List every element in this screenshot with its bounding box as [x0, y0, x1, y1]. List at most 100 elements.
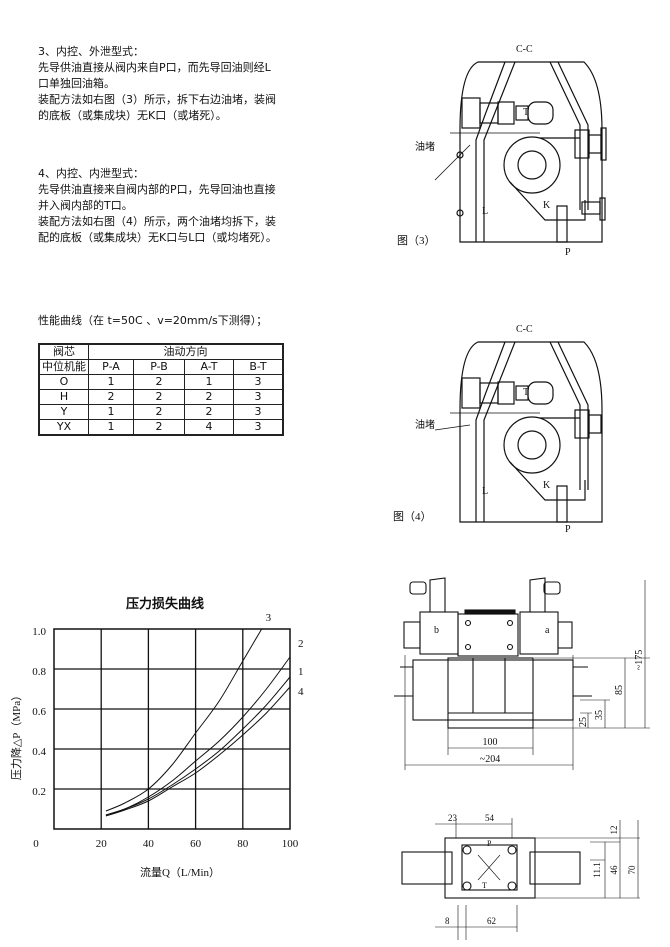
curve-series-1 [105, 676, 291, 816]
solenoid-b-label: b [434, 625, 439, 636]
x-tick-label: 20 [96, 838, 108, 850]
figure-3-section-label: C-C [516, 44, 533, 55]
dim-25: 25 [578, 717, 589, 727]
table-row: Y 1 2 2 3 [38, 404, 284, 420]
x-tick-label: 100 [282, 838, 299, 850]
y-tick-label: 0.6 [32, 706, 46, 718]
table-row: O 1 2 1 3 [38, 374, 284, 390]
plot-frame [53, 628, 291, 830]
dim-11: 11.1 [592, 862, 602, 877]
section-4-line: 并入阀内部的T口。 [38, 199, 133, 212]
table-row: H 2 2 2 3 [38, 389, 284, 405]
cell: 3 [233, 374, 284, 390]
column-header: P-A [88, 359, 134, 375]
pressure-loss-chart: 压力损失曲线 0 20 40 60 80 100 0.2 0.4 0.6 0.8 1.0 3 2 1 4 流… [9, 596, 304, 879]
x-axis-label: 流量Q（L/Min） [140, 865, 220, 879]
dim-100: 100 [483, 737, 498, 748]
column-header: A-T [184, 359, 234, 375]
row-name: H [38, 389, 89, 405]
section-4-line: 装配方法如右图（4）所示，两个油堵均拆下，装 [38, 215, 276, 228]
figure-3-port-p: P [565, 247, 571, 258]
y-tick-label: 0.8 [32, 666, 46, 678]
section-3-title: 3、内控、外泄型式： [38, 45, 144, 58]
cell: 2 [88, 389, 134, 405]
row-name: O [38, 374, 89, 390]
y-tick-label: 0.4 [32, 746, 46, 758]
cell: 1 [88, 374, 134, 390]
dim-70: 70 [627, 865, 637, 875]
dim-54: 54 [485, 813, 495, 823]
cell: 3 [233, 389, 284, 405]
series-label: 2 [298, 638, 304, 650]
cell: 2 [133, 389, 185, 405]
cell: 1 [184, 374, 234, 390]
column-header: B-T [233, 359, 284, 375]
performance-note: 性能曲线（在 t=50C 、v=20mm/s下测得）； [38, 314, 268, 327]
corner-top: 阀芯 [38, 343, 89, 360]
cell: 2 [133, 419, 185, 436]
top-port-p: P [487, 839, 492, 848]
cell: 2 [184, 389, 234, 405]
series-label: 4 [298, 686, 304, 698]
figure-4-section-label: C-C [516, 324, 533, 335]
dim-62: 62 [487, 916, 496, 926]
series-label: 1 [298, 666, 304, 678]
dim-85: 85 [614, 685, 625, 695]
cell: 3 [233, 419, 284, 436]
section-3-text: 3、内控、外泄型式： 先导供油直接从阀内来自P口，而先导回油则经L 口单独回油箱… [38, 44, 276, 124]
front-view-dimension-drawing: a b 100 ~204 ~175 85 35 25 [394, 577, 650, 770]
figure-4-port-l: L [482, 486, 488, 497]
dim-23: 23 [448, 813, 458, 823]
cell: 1 [88, 419, 134, 436]
solenoid-a-label: a [545, 625, 550, 636]
cell: 4 [184, 419, 234, 436]
x-tick-label: 40 [143, 838, 155, 850]
figure-4-section-drawing: C-C T 油堵 L K P 图（4） [393, 324, 603, 535]
series-label: 3 [266, 612, 272, 624]
dim-175: ~175 [634, 650, 645, 670]
top-view-dimension-drawing: 23 54 8 62 P T 12 11.1 46 70 [401, 813, 640, 940]
cell: 2 [133, 374, 185, 390]
figure-3-port-t: T [523, 107, 529, 118]
section-4-title: 4、内控、内泄型式： [38, 167, 144, 180]
section-3-line: 装配方法如右图（3）所示，拆下右边油堵，装阀 [38, 93, 276, 106]
y-axis-label: 压力降△P（MPa） [9, 690, 23, 780]
table-row: YX 1 2 4 3 [38, 419, 284, 436]
row-name: YX [38, 419, 89, 436]
figure-4-plug-label: 油堵 [415, 418, 435, 431]
y-tick-label: 1.0 [32, 626, 46, 638]
curve-series-2 [105, 656, 291, 816]
figure-4-port-p: P [565, 524, 571, 535]
dim-8: 8 [445, 916, 450, 926]
figure-3-port-k: K [543, 200, 551, 211]
dim-35: 35 [594, 710, 605, 720]
figure-3-section-drawing: C-C T 油堵 L K P 图（3） [397, 44, 607, 258]
figure-3-caption: 图（3） [397, 234, 436, 247]
flow-direction-table: 阀芯 油动方向 中位机能 P-A P-B A-T B-T O 1 2 1 3 H… [38, 343, 284, 436]
section-4-text: 4、内控、内泄型式： 先导供油直接来自阀内部的P口，先导回油也直接 并入阀内部的… [38, 166, 277, 246]
cell: 3 [233, 404, 284, 420]
chart-title: 压力损失曲线 [126, 596, 204, 612]
dim-46: 46 [609, 865, 619, 875]
x-tick-label: 0 [33, 838, 39, 850]
dim-204: ~204 [480, 754, 500, 765]
section-3-line: 的底板（或集成块）无K口（或堵死）。 [38, 109, 227, 122]
row-name: Y [38, 404, 89, 420]
section-4-line: 配的底板（或集成块）无K口与L口（或均堵死）。 [38, 231, 277, 244]
group-header: 油动方向 [88, 343, 284, 360]
figure-4-port-k: K [543, 480, 551, 491]
figure-4-port-t: T [523, 387, 529, 398]
dim-12: 12 [609, 826, 619, 835]
x-tick-label: 80 [237, 838, 249, 850]
figure-3-plug-label: 油堵 [415, 140, 435, 153]
figure-3-port-l: L [482, 206, 488, 217]
x-tick-label: 60 [190, 838, 202, 850]
cell: 1 [88, 404, 134, 420]
y-tick-label: 0.2 [32, 786, 46, 798]
section-3-line: 口单独回油箱。 [38, 77, 115, 90]
figure-4-caption: 图（4） [393, 510, 432, 523]
top-port-t: T [482, 881, 487, 890]
curve-series-3 [105, 628, 263, 812]
section-3-line: 先导供油直接从阀内来自P口，而先导回油则经L [38, 61, 271, 74]
column-header: P-B [133, 359, 185, 375]
